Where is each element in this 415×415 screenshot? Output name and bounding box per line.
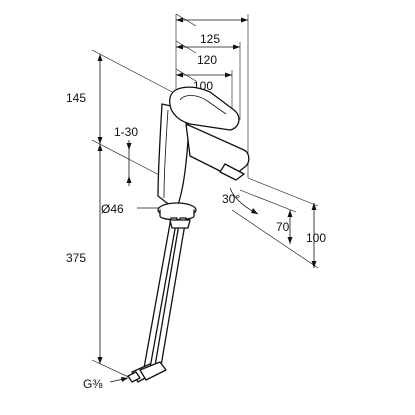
left-height-dimensions (91, 49, 179, 381)
dimension-label-100-right: 100 (306, 231, 326, 245)
dimension-label-120: 120 (197, 53, 217, 67)
dimension-label-145: 145 (66, 91, 86, 105)
flexible-hoses (143, 217, 191, 373)
hose-connectors (127, 361, 167, 383)
thread-g38-callout (109, 377, 129, 383)
thread-label-g38: G⅜ (83, 377, 103, 391)
dimension-label-diameter-46: Ø46 (101, 202, 124, 216)
right-height-dimensions (231, 177, 319, 269)
angle-label-30: 30° (222, 192, 240, 206)
dimension-label-70: 70 (276, 220, 290, 234)
top-width-dimensions (175, 13, 249, 178)
faucet-base (157, 202, 197, 221)
dimension-label-375: 375 (66, 251, 86, 265)
faucet-body (157, 86, 250, 211)
dimension-label-1-30: 1-30 (114, 125, 138, 139)
angle-30-callout (229, 187, 259, 215)
dimension-label-125: 125 (200, 32, 220, 46)
